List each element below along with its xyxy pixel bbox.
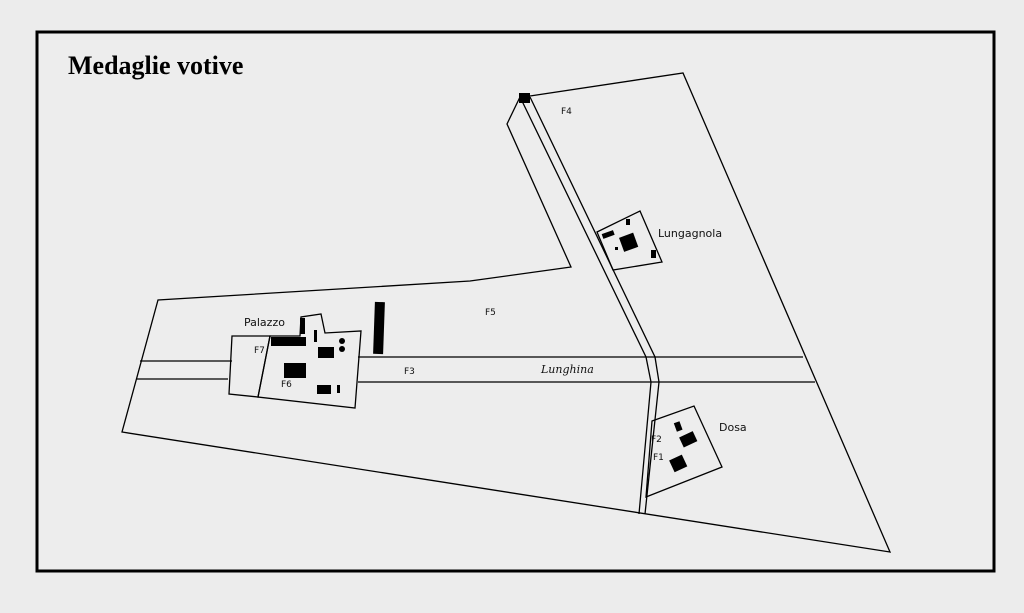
road-ns-west — [521, 100, 652, 515]
label-f7: F7 — [254, 346, 265, 356]
dosa-plot — [645, 405, 723, 498]
lungagnola-plot — [596, 210, 663, 271]
label-f4: F4 — [561, 107, 572, 117]
label-dosa: Dosa — [719, 421, 747, 434]
label-f2: F2 — [651, 435, 662, 445]
palazzo-buildings — [271, 301, 385, 394]
road-ns-east — [529, 96, 660, 515]
label-palazzo: Palazzo — [244, 316, 285, 329]
label-lunghina: Lunghina — [540, 363, 594, 376]
corner-building — [519, 93, 530, 103]
lungagnola-buildings — [601, 219, 656, 258]
label-f3: F3 — [404, 367, 415, 377]
label-f5: F5 — [485, 308, 496, 318]
label-f6: F6 — [281, 380, 292, 390]
property-boundary — [121, 72, 892, 553]
map-title: Medaglie votive — [68, 51, 243, 80]
label-lungagnola: Lungagnola — [658, 227, 722, 240]
dosa-buildings — [669, 421, 698, 473]
label-f1: F1 — [653, 453, 664, 463]
map-frame — [35, 30, 996, 573]
